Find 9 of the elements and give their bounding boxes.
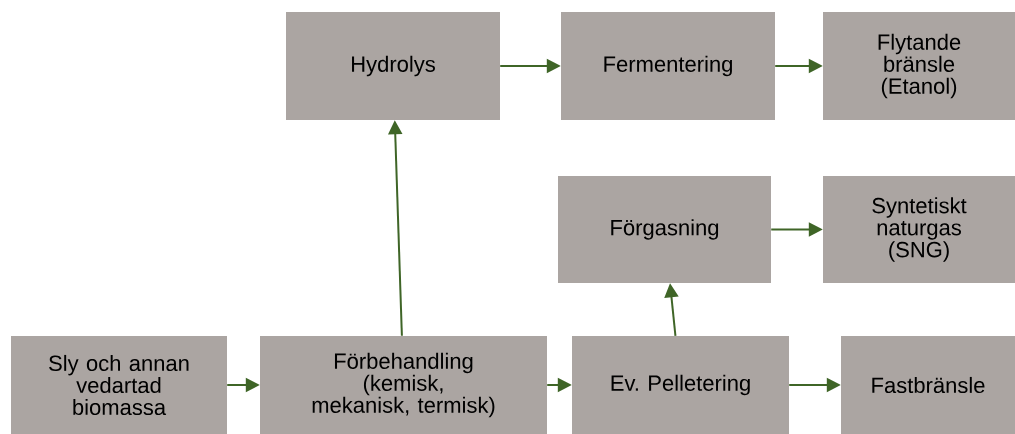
process-box: Syntetiskt naturgas (SNG) [823, 176, 1015, 283]
process-box: Flytande bränsle (Etanol) [823, 12, 1015, 120]
process-box: Förgasning [558, 176, 771, 283]
process-box: Fermentering [561, 12, 775, 120]
process-box: Hydrolys [286, 12, 500, 120]
process-box: Sly och annan vedartad biomassa [11, 336, 227, 434]
process-box: Förbehandling (kemisk, mekanisk, termisk) [260, 336, 547, 434]
process-box: Fastbränsle [841, 336, 1015, 434]
process-box: Ev. Pelletering [572, 336, 789, 434]
